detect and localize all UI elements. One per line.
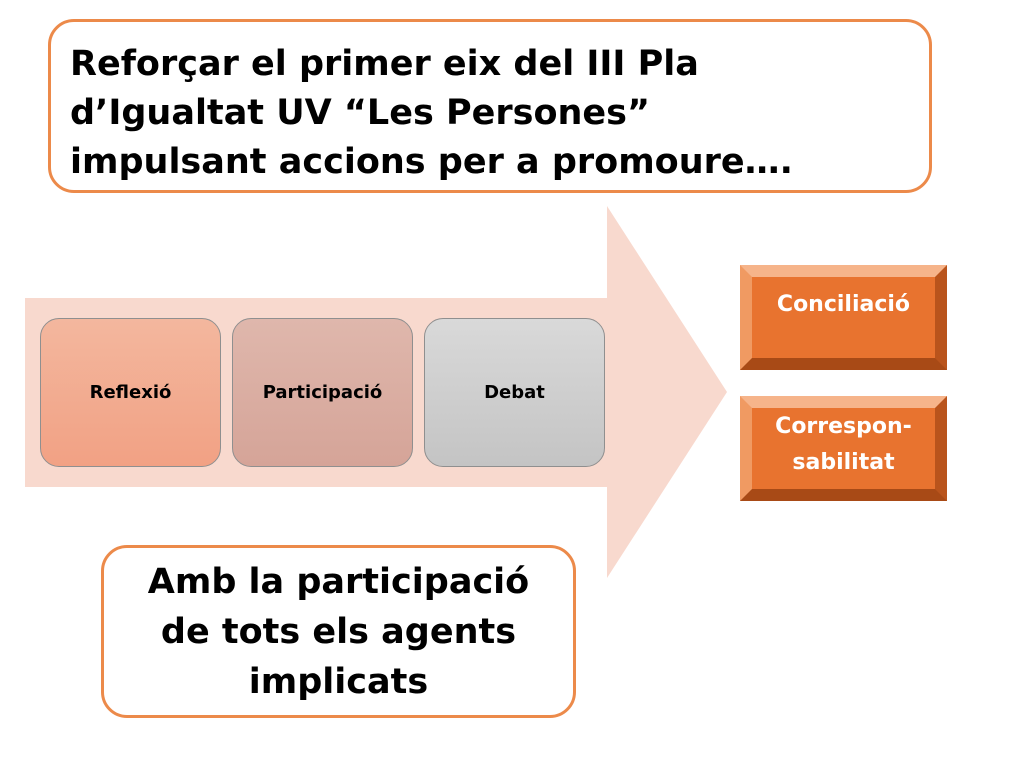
outcome-corresponsabilitat-label: Correspon- sabilitat bbox=[775, 413, 912, 475]
bottom-callout: Amb la participació de tots els agents i… bbox=[101, 545, 576, 718]
outcome-corresponsabilitat: Correspon- sabilitat bbox=[740, 396, 947, 501]
outcome-conciliacio-label: Conciliació bbox=[776, 291, 911, 317]
step-reflexio-label: Reflexió bbox=[89, 382, 172, 403]
outcome-conciliacio: Conciliació bbox=[740, 265, 947, 370]
step-participacio: Participació bbox=[232, 318, 413, 467]
step-debat: Debat bbox=[424, 318, 605, 467]
step-participacio-label: Participació bbox=[262, 382, 383, 403]
step-debat-label: Debat bbox=[484, 382, 545, 403]
step-reflexio: Reflexió bbox=[40, 318, 221, 467]
top-callout: Reforçar el primer eix del III Pla d’Igu… bbox=[48, 19, 932, 193]
